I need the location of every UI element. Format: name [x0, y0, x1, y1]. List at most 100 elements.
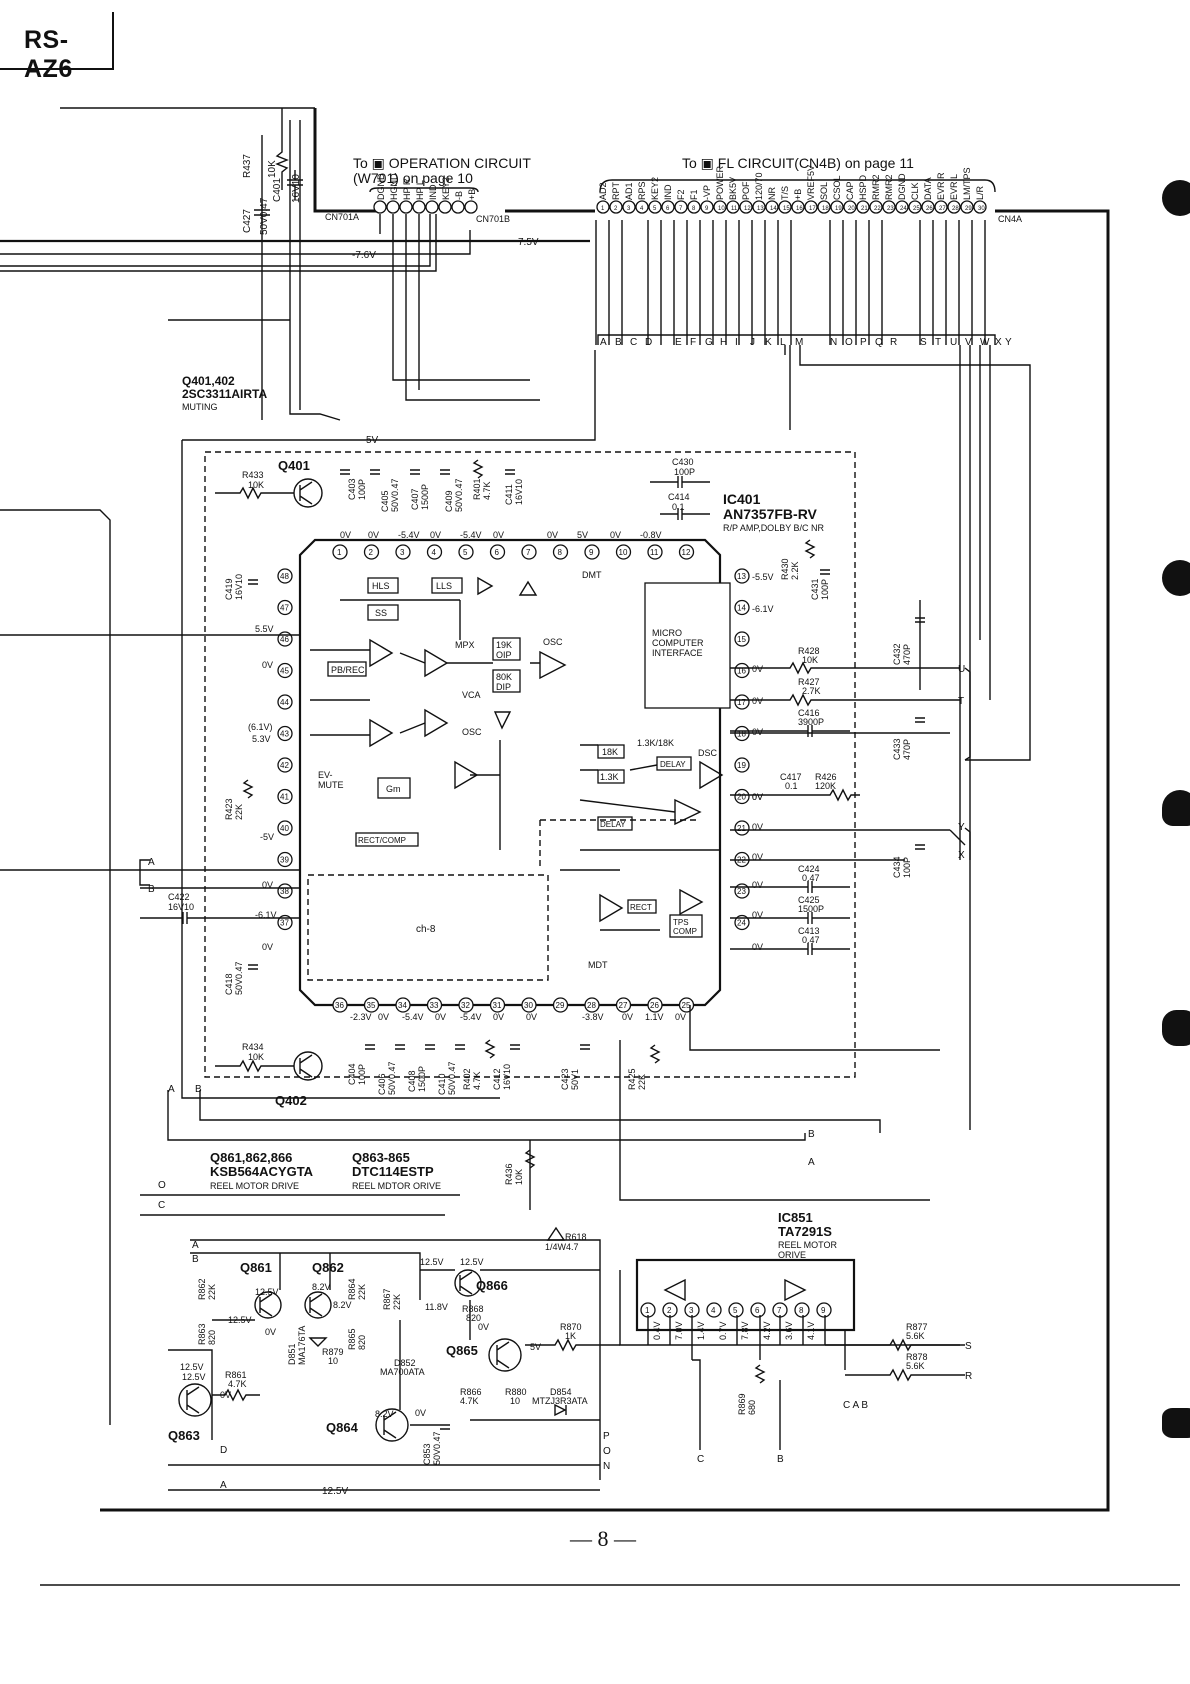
svg-text:2.7K: 2.7K	[802, 686, 821, 696]
ic401-pin	[678, 544, 695, 560]
ic401-right-voltage: 0V	[752, 822, 763, 832]
bus-p-label: P	[603, 1431, 610, 1442]
block-micro-interface	[644, 582, 731, 709]
svg-text:1/4W4.7: 1/4W4.7	[545, 1242, 579, 1252]
ic401-left-voltage: 0V	[262, 660, 273, 670]
ic401-pin-number: 18	[737, 730, 746, 739]
svg-text:MICRO: MICRO	[652, 628, 682, 638]
bus-r-label: R	[965, 1371, 972, 1382]
bus-a-lower: A	[168, 1084, 175, 1095]
fl-pin	[700, 200, 714, 214]
fl-pin-label: DATA	[923, 177, 933, 200]
svg-text:10K: 10K	[248, 1052, 264, 1062]
svg-text:4.7K: 4.7K	[472, 1071, 482, 1090]
fl-pin	[934, 200, 948, 214]
block-ch8	[307, 874, 549, 981]
fl-pin-number: 3	[627, 206, 631, 212]
ic401-pin-number: 7	[526, 548, 531, 557]
bus-n-label: N	[603, 1461, 610, 1472]
bus-d-label: D	[220, 1445, 227, 1456]
ic401-ref: IC401	[723, 491, 761, 507]
bus-c-label: C	[158, 1200, 165, 1211]
ic401-pin	[277, 820, 293, 836]
ic851-pin-number: 2	[667, 1306, 672, 1315]
op-pin-hpl: HP L	[415, 180, 425, 200]
fl-pin	[895, 200, 909, 214]
op-pin-minus-b: -B	[454, 191, 464, 200]
bottom-signal-wires	[140, 1005, 940, 1216]
fl-pin	[765, 200, 779, 214]
left-bus-b: B	[148, 884, 155, 895]
q861-role: REEL MOTOR DRIVE	[210, 1181, 299, 1191]
ic401-top-voltage: 5V	[577, 530, 588, 540]
ic401-part: AN7357FB-RV	[723, 506, 818, 522]
bus-letter: H	[720, 337, 727, 348]
svg-text:R867: R867	[382, 1288, 392, 1310]
ic401-pin	[332, 997, 348, 1013]
svg-text:C425: C425	[798, 895, 820, 905]
svg-text:50V0.47: 50V0.47	[234, 961, 244, 995]
svg-text:16V10: 16V10	[168, 902, 194, 912]
fl-pin-label: +B	[793, 189, 803, 200]
ic401-pin	[584, 544, 600, 560]
svg-text:R436: R436	[504, 1163, 514, 1185]
ic851-pin-number: 1	[645, 1306, 650, 1315]
fl-pin	[648, 200, 662, 214]
block-tps-comp	[669, 914, 703, 938]
fl-pin-number: 4	[640, 206, 644, 212]
bus-out-t: T	[958, 696, 964, 707]
ic401-pin	[734, 568, 750, 584]
ic401-pin-number: 39	[280, 856, 289, 865]
ic401-top-voltage: 0V	[547, 530, 558, 540]
transistor-q861: Q861	[240, 1260, 282, 1319]
frame-right-bottom	[100, 209, 1110, 1512]
fl-pin-label: AD1	[624, 182, 634, 200]
ic401-top-voltage: -5.4V	[460, 530, 482, 540]
svg-text:470P: 470P	[902, 644, 912, 665]
muting-role: MUTING	[182, 402, 218, 412]
svg-text:10K: 10K	[248, 480, 264, 490]
ic401-right-voltage: 0V	[752, 852, 763, 862]
fl-pin-label: RPS	[637, 181, 647, 200]
svg-text:PB/REC: PB/REC	[331, 665, 365, 675]
ic851-pin-number: 6	[755, 1306, 760, 1315]
ic401-pin	[277, 725, 293, 742]
internal-wiring	[310, 599, 720, 931]
svg-text:MA700ATA: MA700ATA	[380, 1367, 425, 1377]
ic401-pin-number: 2	[369, 548, 374, 557]
fl-pin-row: 1AD22RPT3AD14RPS5KEY26IND7F28F19-VP10POW…	[596, 165, 987, 214]
ic851-pin-number: 7	[777, 1306, 782, 1315]
left-signal-wires	[0, 509, 300, 1425]
bus-out-x: X	[958, 850, 965, 861]
ic401-pin	[426, 544, 443, 560]
ic401-pin-number: 33	[430, 1001, 439, 1010]
fl-pin-number: 7	[679, 206, 683, 212]
fl-pin-label: L/R	[975, 185, 985, 200]
svg-text:C413: C413	[798, 926, 820, 936]
svg-text:1500P: 1500P	[420, 484, 430, 510]
fl-pin	[739, 200, 753, 214]
ic401-left-voltage: 0V	[262, 942, 273, 952]
fl-pin-label: DGND	[897, 173, 907, 200]
internal-dashed-paths	[539, 819, 700, 870]
bus-letter: V	[965, 337, 972, 348]
svg-text:22K: 22K	[207, 1284, 217, 1300]
fl-pin-label: VREF5V	[806, 165, 816, 200]
svg-text:R862: R862	[197, 1278, 207, 1300]
transistor-q401: Q401	[278, 458, 323, 508]
binder-hole-4	[1162, 1010, 1190, 1046]
svg-text:COMP: COMP	[673, 927, 697, 936]
ic401-right-voltage: 0V	[752, 942, 763, 952]
fl-pin-label: -VP	[702, 185, 712, 200]
